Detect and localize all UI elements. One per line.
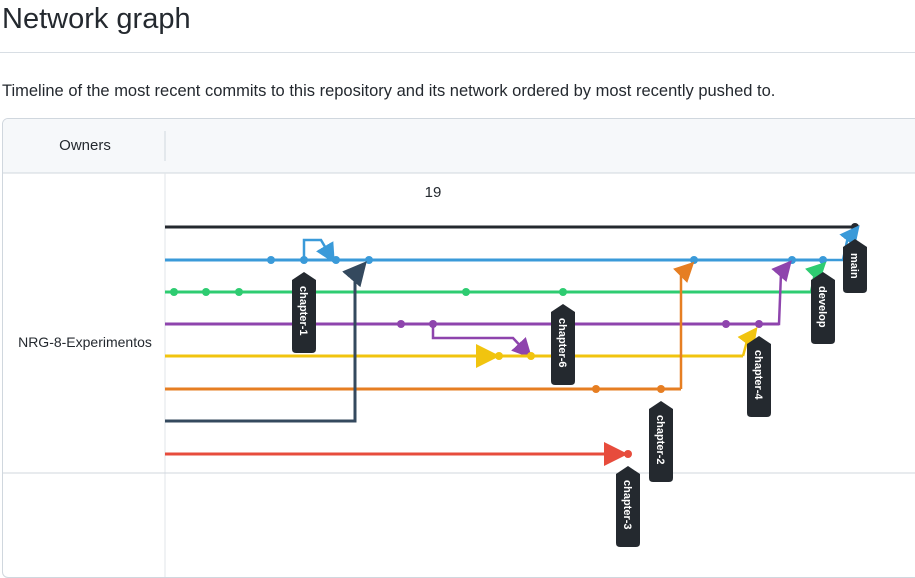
commit-dot[interactable]	[624, 450, 632, 458]
branch-label-chapter-3[interactable]: chapter-3	[616, 466, 640, 547]
branch-label-main[interactable]: main	[843, 239, 867, 293]
branch-label-chapter-6[interactable]: chapter-6	[551, 304, 575, 385]
commit-dot[interactable]	[267, 256, 275, 264]
branch-label-chapter-1[interactable]: chapter-1	[292, 272, 316, 353]
commit-dot[interactable]	[819, 256, 827, 264]
lane-develop[interactable]	[165, 261, 827, 296]
svg-text:main: main	[848, 253, 860, 279]
svg-text:chapter-6: chapter-6	[556, 318, 568, 368]
commit-dot[interactable]	[332, 256, 340, 264]
page-description: Timeline of the most recent commits to t…	[2, 82, 776, 100]
lane-purple[interactable]	[165, 260, 792, 359]
owners-header-band	[3, 119, 915, 173]
branch-label-chapter-4[interactable]: chapter-4	[747, 336, 771, 417]
lane-yellow[interactable]	[165, 327, 758, 368]
commit-dot[interactable]	[397, 320, 405, 328]
commit-dot[interactable]	[592, 385, 600, 393]
commit-dot[interactable]	[495, 352, 503, 360]
commit-dot[interactable]	[788, 256, 796, 264]
branch-label-develop[interactable]: develop	[811, 272, 835, 344]
title-divider	[0, 52, 915, 53]
commit-dot[interactable]	[690, 256, 698, 264]
commit-dot[interactable]	[851, 223, 859, 231]
lane-red[interactable]	[165, 442, 632, 466]
commit-dot[interactable]	[722, 320, 730, 328]
commit-dot[interactable]	[657, 385, 665, 393]
page-title: Network graph	[2, 3, 191, 35]
lane-main[interactable]	[165, 223, 859, 231]
commit-dot[interactable]	[170, 288, 178, 296]
commit-dot[interactable]	[235, 288, 243, 296]
lane-slate[interactable]	[165, 261, 367, 423]
svg-text:chapter-4: chapter-4	[752, 350, 764, 400]
network-graph-panel[interactable]: Owners NRG-8-Experimentos 19	[2, 118, 915, 578]
svg-text:develop: develop	[816, 286, 828, 328]
commit-dot[interactable]	[462, 288, 470, 296]
commit-dot[interactable]	[755, 320, 763, 328]
svg-text:chapter-2: chapter-2	[654, 415, 666, 465]
commit-dot[interactable]	[559, 288, 567, 296]
network-graph-canvas[interactable]: Owners NRG-8-Experimentos 19	[3, 119, 915, 578]
branch-label-chapter-2[interactable]: chapter-2	[649, 401, 673, 482]
owner-name[interactable]: NRG-8-Experimentos	[18, 334, 152, 350]
date-label: 19	[425, 184, 442, 201]
commit-dot[interactable]	[429, 320, 437, 328]
svg-text:chapter-3: chapter-3	[621, 480, 633, 530]
commit-dot[interactable]	[365, 256, 373, 264]
lane-blue[interactable]	[165, 225, 860, 264]
owners-header: Owners	[59, 137, 111, 154]
svg-text:chapter-1: chapter-1	[297, 286, 309, 336]
commit-dot[interactable]	[527, 352, 535, 360]
commit-dot[interactable]	[300, 256, 308, 264]
commit-dot[interactable]	[202, 288, 210, 296]
lane-orange[interactable]	[165, 261, 695, 393]
